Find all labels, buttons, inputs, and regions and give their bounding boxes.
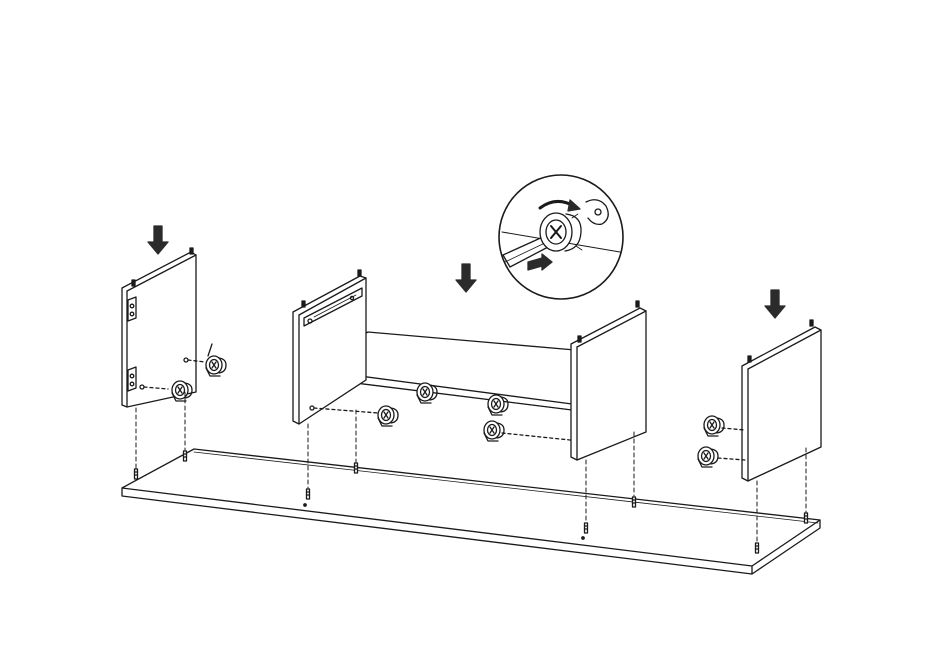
guide-line xyxy=(502,433,570,440)
cam-lock-fitting-icon xyxy=(698,447,718,467)
wooden-dowel-icon xyxy=(585,523,588,533)
wooden-dowel-icon xyxy=(184,451,187,461)
cam-lock-fitting-icon xyxy=(484,421,504,441)
wooden-dowel-icon xyxy=(805,513,808,523)
down-arrow-icon xyxy=(148,226,168,254)
right-divider-panel xyxy=(571,301,646,460)
cam-lock-fitting-icon xyxy=(704,416,724,436)
wooden-dowel-icon xyxy=(633,497,636,507)
wooden-dowel-icon xyxy=(135,469,138,479)
cam-lock-fitting-icon xyxy=(488,395,508,415)
down-arrow-icon xyxy=(765,290,785,318)
down-arrow-icon xyxy=(456,264,476,292)
wooden-dowel-icon xyxy=(756,543,759,553)
detail-inset xyxy=(499,175,623,299)
wooden-dowel-icon xyxy=(355,463,358,473)
center-unit xyxy=(293,270,575,424)
cam-lock-fitting-icon xyxy=(206,356,226,376)
cam-lock-fitting-icon xyxy=(378,406,398,426)
base-board xyxy=(122,449,820,574)
left-side-panel xyxy=(122,248,205,407)
leader-line xyxy=(208,344,212,356)
wooden-dowel-icon xyxy=(307,489,310,499)
